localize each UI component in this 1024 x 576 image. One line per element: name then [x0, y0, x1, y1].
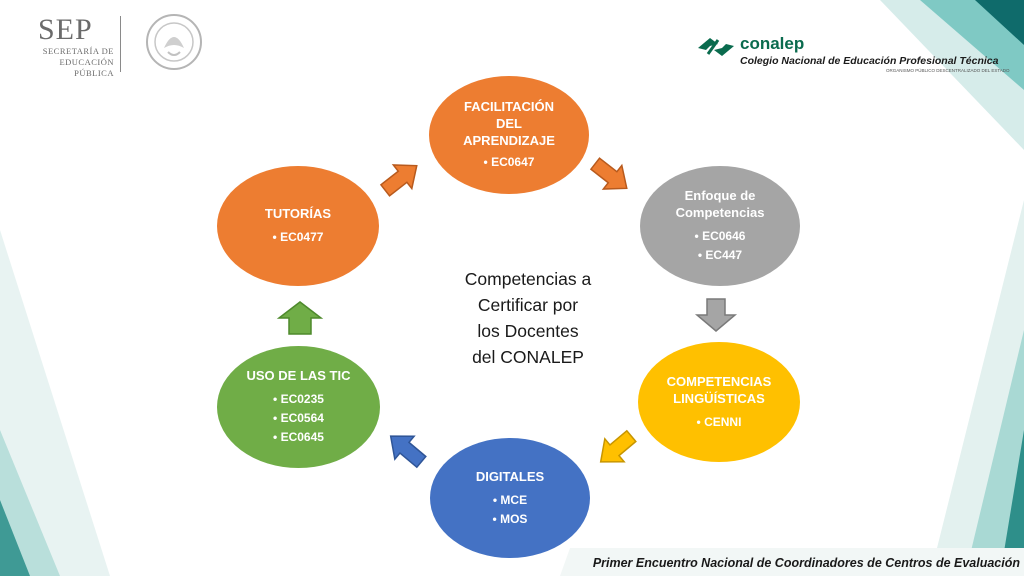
node-digitales-title-1: DIGITALES	[475, 468, 545, 484]
node-linguisticas-title-2: LINGÜÍSTICAS	[673, 390, 765, 406]
node-tic-title-1: USO DE LAS TIC	[246, 368, 351, 383]
center-line-1: Competencias a	[464, 269, 592, 289]
node-enfoque: Enfoque de Competencias EC0646 EC447	[640, 166, 800, 286]
node-facilitacion: FACILITACIÓN DEL APRENDIZAJE EC0647	[429, 76, 589, 194]
sep-subtitle-line2: EDUCACIÓN PÚBLICA	[59, 57, 114, 78]
node-enfoque-item: EC447	[695, 246, 746, 265]
sep-divider	[120, 16, 121, 72]
node-linguisticas-item: CENNI	[697, 413, 741, 432]
node-digitales-item: MOS	[493, 510, 527, 529]
arrow-tic-to-tutorias	[276, 301, 324, 335]
center-line-2: Certificar por	[477, 295, 579, 315]
sep-title: SEP	[38, 13, 93, 46]
node-linguisticas: COMPETENCIAS LINGÜÍSTICAS CENNI	[638, 342, 800, 462]
arrow-digitales-to-tic	[389, 435, 427, 469]
node-facilitacion-title-3: APRENDIZAJE	[463, 133, 555, 148]
arrow-enfoque-to-linguisticas	[694, 298, 738, 332]
arrow-facilitacion-to-enfoque	[589, 157, 628, 190]
mexico-seal-icon	[146, 14, 202, 70]
node-facilitacion-item: EC0647	[484, 153, 534, 172]
sep-subtitle-line1: SECRETARÍA DE	[42, 46, 114, 56]
node-facilitacion-title-1: FACILITACIÓN	[463, 99, 555, 114]
node-digitales: DIGITALES MCE MOS	[430, 438, 590, 558]
node-enfoque-title-2: Competencias	[675, 205, 765, 220]
sep-subtitle: SECRETARÍA DE EDUCACIÓN PÚBLICA	[18, 46, 114, 79]
center-title: Competencias a Certificar por los Docent…	[430, 266, 626, 370]
conalep-emblem-icon	[698, 38, 734, 56]
conalep-full-name: Colegio Nacional de Educación Profesiona…	[740, 55, 999, 67]
node-enfoque-title-1: Enfoque de	[684, 188, 756, 203]
node-tic: USO DE LAS TIC EC0235 EC0564 EC0645	[217, 346, 380, 468]
node-tutorias-title-1: TUTORÍAS	[264, 206, 332, 221]
node-facilitacion-title-2: DEL	[496, 116, 522, 131]
node-linguisticas-title-1: COMPETENCIAS	[666, 373, 772, 389]
node-tutorias: TUTORÍAS EC0477	[217, 166, 379, 286]
conalep-name: conalep	[740, 34, 805, 53]
node-tic-item: EC0645	[273, 428, 324, 447]
conalep-tagline: ORGANISMO PÚBLICO DESCENTRALIZADO DEL ES…	[886, 68, 1010, 73]
arrow-linguisticas-to-digitales	[599, 429, 637, 463]
node-enfoque-item: EC0646	[695, 227, 745, 246]
arrow-tutorias-to-facilitacion	[379, 164, 418, 197]
node-tic-item: EC0235	[273, 390, 324, 409]
node-tutorias-item: EC0477	[273, 228, 323, 247]
center-line-4: del CONALEP	[472, 347, 584, 367]
node-digitales-item: MCE	[493, 491, 528, 510]
conalep-logo: conalep Colegio Nacional de Educación Pr…	[696, 30, 1016, 80]
node-tic-item: EC0564	[273, 409, 324, 428]
center-line-3: los Docentes	[477, 321, 579, 341]
footer-event-title: Primer Encuentro Nacional de Coordinador…	[592, 556, 1020, 570]
